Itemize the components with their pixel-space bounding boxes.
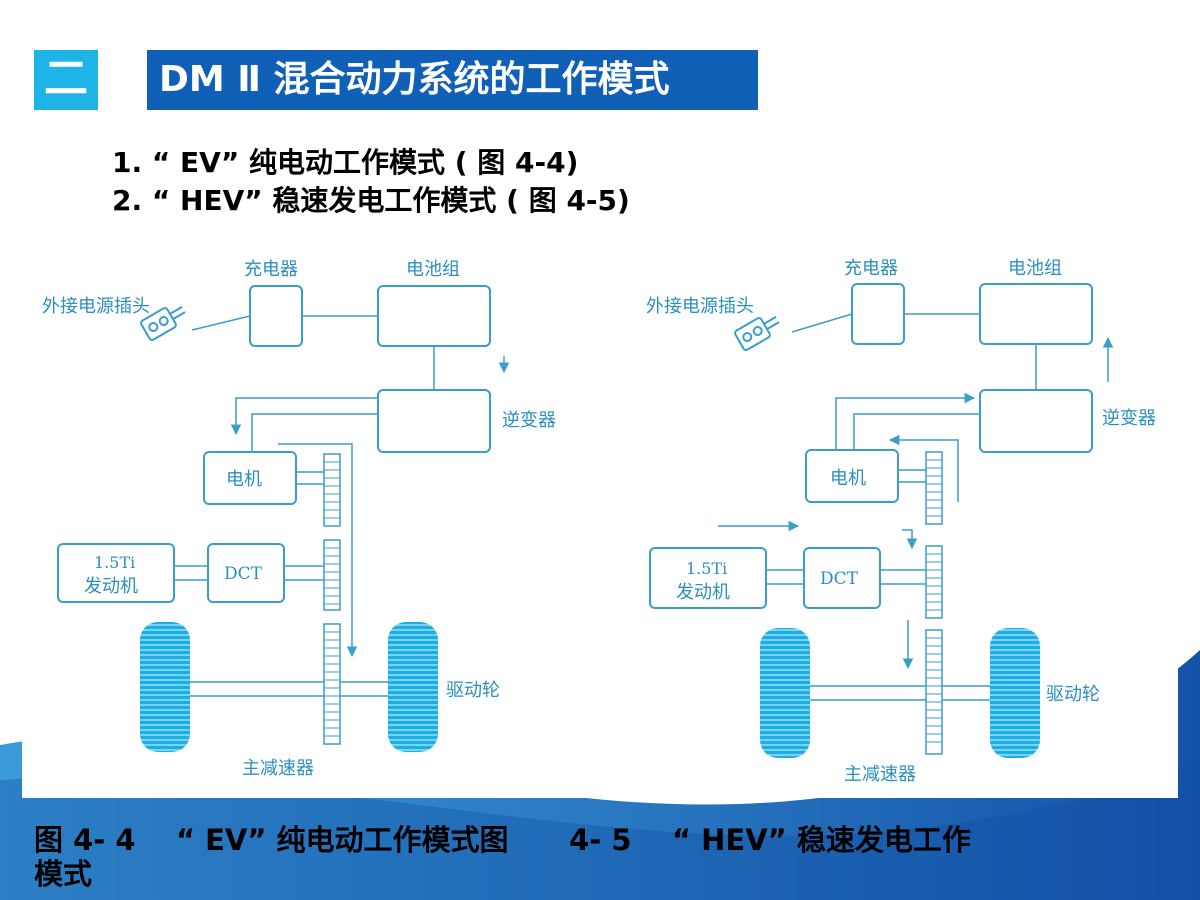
label-plug: 外接电源插头 [646,296,754,317]
battery-box [979,283,1093,345]
diagram-panel: 充电器 电池组 外接电源插头 逆变器 电机 1.5Ti 发动机 DCT 驱动轮 … [22,248,1178,798]
caption-line-2: 模式 [34,857,93,891]
engine-box [649,547,767,609]
label-final-drive: 主减速器 [242,758,314,779]
label-inverter: 逆变器 [1102,408,1156,429]
left-wheel-icon [760,628,810,758]
label-engine-line2: 发动机 [676,582,730,603]
dct-box [207,543,285,603]
label-inverter: 逆变器 [502,410,556,431]
inverter-box [377,389,491,453]
label-drive-wheel: 驱动轮 [446,680,500,701]
diagram-ev: 充电器 电池组 外接电源插头 逆变器 电机 1.5Ti 发动机 DCT 驱动轮 … [42,259,556,779]
diagram-svg: 充电器 电池组 外接电源插头 逆变器 电机 1.5Ti 发动机 DCT 驱动轮 … [42,258,1156,785]
label-final-drive: 主减速器 [844,764,916,785]
motor-box [805,449,899,503]
label-battery: 电池组 [1008,258,1062,279]
engine-box [57,543,175,603]
battery-box [377,285,491,347]
mode-list: 1. “ EV” 纯电动工作模式 ( 图 4-4) 2. “ HEV” 稳速发电… [112,144,630,220]
section-number-badge: 二 [34,50,98,110]
left-wheel-icon [140,622,190,752]
label-engine-line2: 发动机 [84,576,138,597]
label-charger: 充电器 [244,259,298,280]
label-dct: DCT [224,564,263,584]
charger-box [851,283,905,345]
charger-box [249,285,303,347]
inverter-box [979,389,1093,453]
mode-item-hev: 2. “ HEV” 稳速发电工作模式 ( 图 4-5) [112,184,630,217]
diagram-hev: 充电器 电池组 外接电源插头 逆变器 电机 1.5Ti 发动机 DCT 驱动轮 … [646,258,1156,785]
dct-box [803,547,881,609]
label-motor: 电机 [226,469,262,490]
right-wheel-icon [388,622,438,752]
label-battery: 电池组 [406,259,460,280]
label-motor: 电机 [830,468,866,489]
label-charger: 充电器 [844,258,898,279]
mode-item-ev: 1. “ EV” 纯电动工作模式 ( 图 4-4) [112,146,579,179]
label-drive-wheel: 驱动轮 [1046,684,1100,705]
plug-icon [140,306,186,341]
label-plug: 外接电源插头 [42,296,150,317]
label-dct: DCT [820,569,859,589]
motor-box [203,451,297,505]
slide-title: DM Ⅱ 混合动力系统的工作模式 [147,50,758,110]
caption-line-1: 图 4- 4 “ EV” 纯电动工作模式图 4- 5 “ HEV” 稳速发电工作 [34,823,971,857]
figure-caption: 图 4- 4 “ EV” 纯电动工作模式图 4- 5 “ HEV” 稳速发电工作… [34,820,1174,894]
right-wheel-icon [990,628,1040,758]
plug-icon [734,316,780,351]
label-engine-line1: 1.5Ti [94,553,135,572]
label-engine-line1: 1.5Ti [686,559,727,578]
